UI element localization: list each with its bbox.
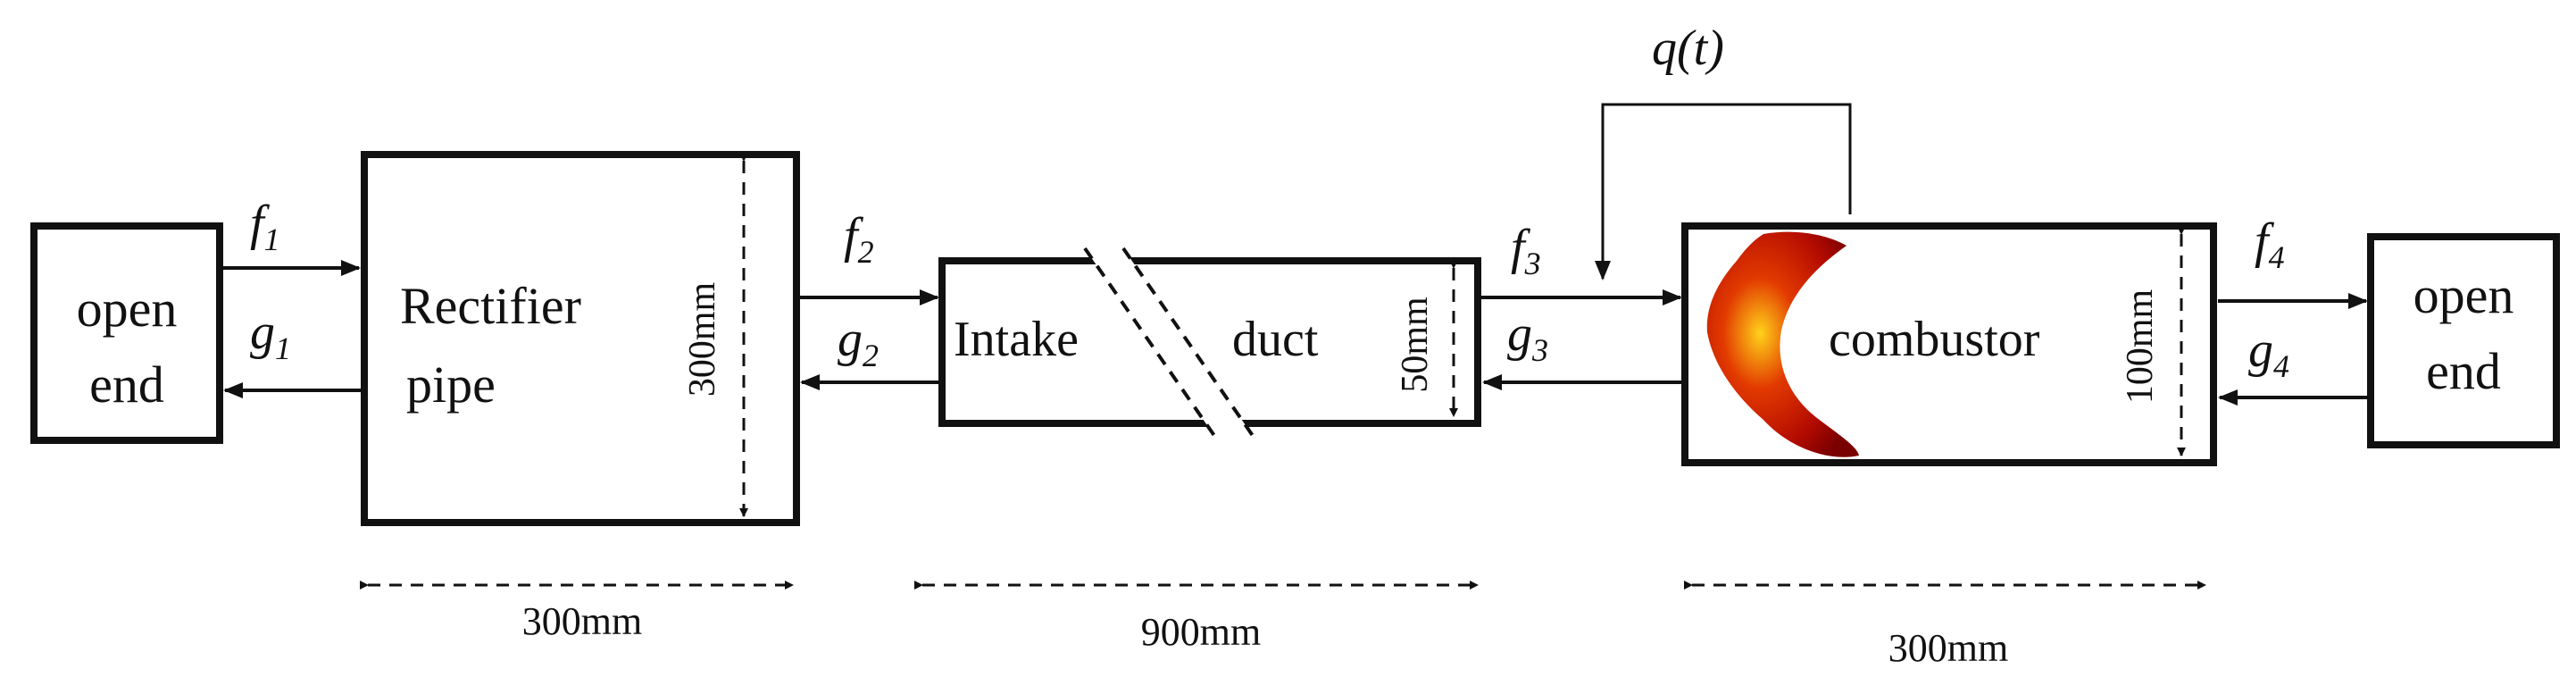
duct-label: duct bbox=[1232, 312, 1319, 367]
rectifier-length-dimension-label: 300mm bbox=[522, 599, 642, 643]
f4-label: f4 bbox=[2255, 213, 2285, 275]
rectifier-label-line2: pipe bbox=[406, 356, 496, 414]
g1-label: g1 bbox=[250, 305, 291, 366]
combustor-block: combustor 100mm bbox=[1681, 222, 2217, 466]
open-end-left-label-line1: open bbox=[77, 280, 178, 338]
rectifier-pipe-block: Rectifier pipe 300mm bbox=[361, 151, 800, 526]
open-end-right-block: open end bbox=[2367, 233, 2560, 448]
combustor-label: combustor bbox=[1829, 312, 2040, 367]
duct-height-dimension-label: 50mm bbox=[1395, 297, 1436, 393]
g2-label: g2 bbox=[838, 312, 879, 373]
f1-label: f1 bbox=[250, 196, 280, 257]
open-end-right-label-line1: open bbox=[2413, 266, 2514, 324]
flame-heat-release-icon bbox=[1706, 231, 1859, 457]
intake-label: Intake bbox=[954, 312, 1079, 367]
combustor-length-dimension-label: 300mm bbox=[1888, 626, 2008, 670]
feedback-label: q(t) bbox=[1652, 21, 1724, 76]
combustor-height-dimension-label: 100mm bbox=[2120, 289, 2161, 405]
f3-label: f3 bbox=[1511, 220, 1541, 281]
g3-label: g3 bbox=[1507, 306, 1548, 368]
duct-length-dimension-label: 900mm bbox=[1141, 610, 1261, 654]
f2-label: f2 bbox=[844, 208, 874, 270]
rectifier-height-dimension-label: 300mm bbox=[682, 282, 723, 397]
open-end-right-label-line2: end bbox=[2426, 342, 2501, 400]
open-end-left-block: open end bbox=[30, 222, 223, 444]
open-end-left-label-line2: end bbox=[89, 356, 164, 414]
duct-break-mark bbox=[1083, 247, 1259, 444]
rectifier-label-line1: Rectifier bbox=[400, 277, 581, 335]
intake-duct-block: Intake duct 50mm bbox=[938, 247, 1481, 444]
heat-release-feedback-loop: q(t) bbox=[1595, 21, 1852, 280]
g4-label: g4 bbox=[2248, 322, 2289, 384]
